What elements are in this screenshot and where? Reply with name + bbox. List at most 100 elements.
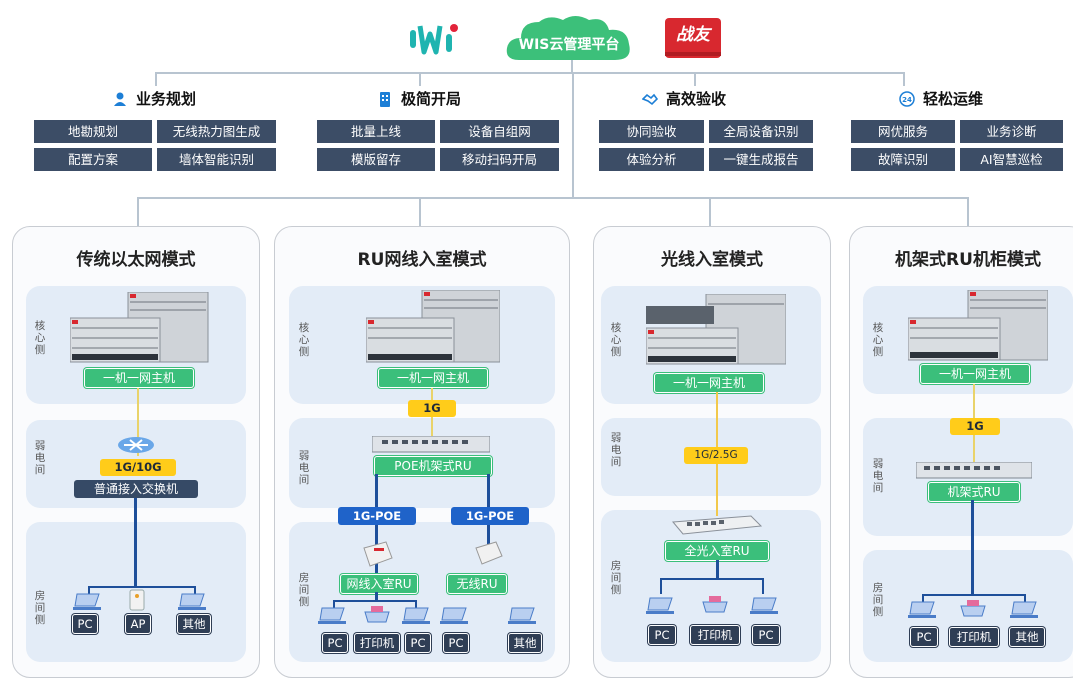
cloud-stem — [571, 60, 573, 74]
cap-tag: 网优服务 — [851, 120, 955, 143]
room-bus — [922, 594, 1026, 596]
panel-title: 机架式RU机柜模式 — [895, 250, 1041, 270]
pc-icon — [750, 597, 778, 614]
rack-ru-label: 机架式RU — [928, 482, 1020, 502]
cloud-icon — [506, 16, 630, 60]
terminal-other: 其他 — [177, 614, 211, 634]
center-trunk — [572, 74, 574, 198]
core-chassis-icon — [908, 290, 1048, 361]
capability-title-2: 极简开局 — [377, 88, 461, 109]
cloud-platform-label: WIS云管理平台 — [518, 37, 620, 53]
zone-label: 房间侧 — [610, 560, 622, 596]
cap-tag: 模版留存 — [317, 148, 435, 171]
terminal-printer: 打印机 — [949, 627, 999, 647]
fiber-ru-icon — [671, 515, 763, 535]
printer-icon — [364, 606, 390, 623]
cap-tag: 一键生成报告 — [709, 148, 813, 171]
zone-label: 核心侧 — [872, 322, 884, 358]
fiber-room-ru-label: 全光入室RU — [665, 541, 769, 561]
pc-icon — [440, 607, 468, 624]
poe-link-badge: 1G-POE — [451, 507, 529, 525]
zone-label: 房间侧 — [298, 572, 310, 608]
downlink-line — [716, 560, 719, 580]
other-device-icon — [178, 593, 206, 610]
wis-logo — [408, 22, 460, 56]
cap-tag: 配置方案 — [34, 148, 152, 171]
wireless-ru-icon — [475, 541, 503, 565]
terminal-pc: PC — [752, 625, 780, 645]
cap-tag: 全局设备识别 — [709, 120, 813, 143]
link-speed-badge: 1G/10G — [100, 459, 176, 476]
terminal-other: 其他 — [508, 633, 542, 653]
zone-label: 核心侧 — [610, 322, 622, 358]
cap-tag: 地勘规划 — [34, 120, 152, 143]
access-switch-label: 普通接入交换机 — [74, 480, 198, 498]
room-drop — [194, 586, 196, 600]
wireless-ru-label: 无线RU — [447, 574, 507, 594]
link-speed-badge: 1G — [408, 400, 456, 417]
top-connector — [155, 72, 905, 74]
core-host-label: 一机一网主机 — [920, 364, 1030, 384]
core-host-label: 一机一网主机 — [378, 368, 488, 388]
capability-title-4: 24 轻松运维 — [899, 88, 983, 109]
cap-tag: 无线热力图生成 — [157, 120, 276, 143]
room-ru-label: 网线入室RU — [340, 574, 418, 594]
cap-stem-2 — [419, 72, 421, 86]
other-device-icon — [1010, 601, 1038, 618]
panel-stem-1 — [137, 197, 139, 227]
room-drop — [88, 586, 90, 600]
panel-title: RU网线入室模式 — [357, 250, 487, 270]
terminal-pc: PC — [443, 633, 469, 653]
cap-stem-4 — [903, 72, 905, 86]
svg-text:24: 24 — [902, 96, 912, 104]
person-icon — [114, 92, 126, 106]
rack-ru-icon — [372, 436, 490, 453]
zone-label: 核心侧 — [298, 322, 310, 358]
terminal-pc: PC — [910, 627, 938, 647]
room-drop — [375, 592, 378, 602]
room-drop — [333, 600, 335, 610]
terminal-pc: PC — [648, 625, 676, 645]
zone-label: 房间侧 — [34, 590, 46, 626]
cap-tag: 业务诊断 — [960, 120, 1063, 143]
poe-link-badge: 1G-POE — [338, 507, 416, 525]
capability-label-4: 轻松运维 — [923, 90, 984, 108]
room-bus — [88, 586, 196, 588]
zhanyou-logo: 战友 — [665, 18, 721, 58]
downlink-line — [134, 498, 137, 588]
room-drop — [660, 578, 662, 594]
cap-tag: 批量上线 — [317, 120, 435, 143]
printer-icon — [960, 600, 986, 617]
panel-stem-2 — [419, 197, 421, 227]
core-chassis-icon — [70, 292, 209, 363]
downlink-line — [971, 500, 974, 596]
pc-icon — [646, 597, 674, 614]
capability-label-2: 极简开局 — [401, 90, 462, 108]
cap-tag: 墙体智能识别 — [157, 148, 276, 171]
room-drop — [1024, 594, 1026, 602]
zone-label: 核心侧 — [34, 320, 46, 356]
cap-tag: 设备自组网 — [440, 120, 559, 143]
core-host-label: 一机一网主机 — [84, 368, 194, 388]
uplink-line — [137, 388, 139, 456]
building-icon — [380, 91, 390, 107]
zone-label: 房间侧 — [872, 582, 884, 618]
cap-tag: 移动扫码开局 — [440, 148, 559, 171]
pc-icon — [318, 607, 346, 624]
capability-title-3: 高效验收 — [642, 88, 726, 109]
panel-title: 传统以太网模式 — [76, 250, 196, 270]
panel-title: 光线入室模式 — [661, 250, 763, 270]
capability-title-1: 业务规划 — [112, 88, 196, 109]
terminal-printer: 打印机 — [690, 625, 740, 645]
core-chassis-icon — [646, 294, 786, 365]
terminal-ap: AP — [125, 614, 151, 634]
terminal-pc: PC — [72, 614, 98, 634]
core-chassis-icon — [366, 290, 500, 363]
room-drop — [762, 578, 764, 594]
terminal-other: 其他 — [1009, 627, 1045, 647]
other-device-icon — [508, 607, 536, 624]
panel-connector — [137, 197, 969, 199]
room-bus — [660, 578, 764, 580]
poe-ru-label: POE机架式RU — [374, 456, 492, 476]
cap-stem-1 — [155, 72, 157, 86]
